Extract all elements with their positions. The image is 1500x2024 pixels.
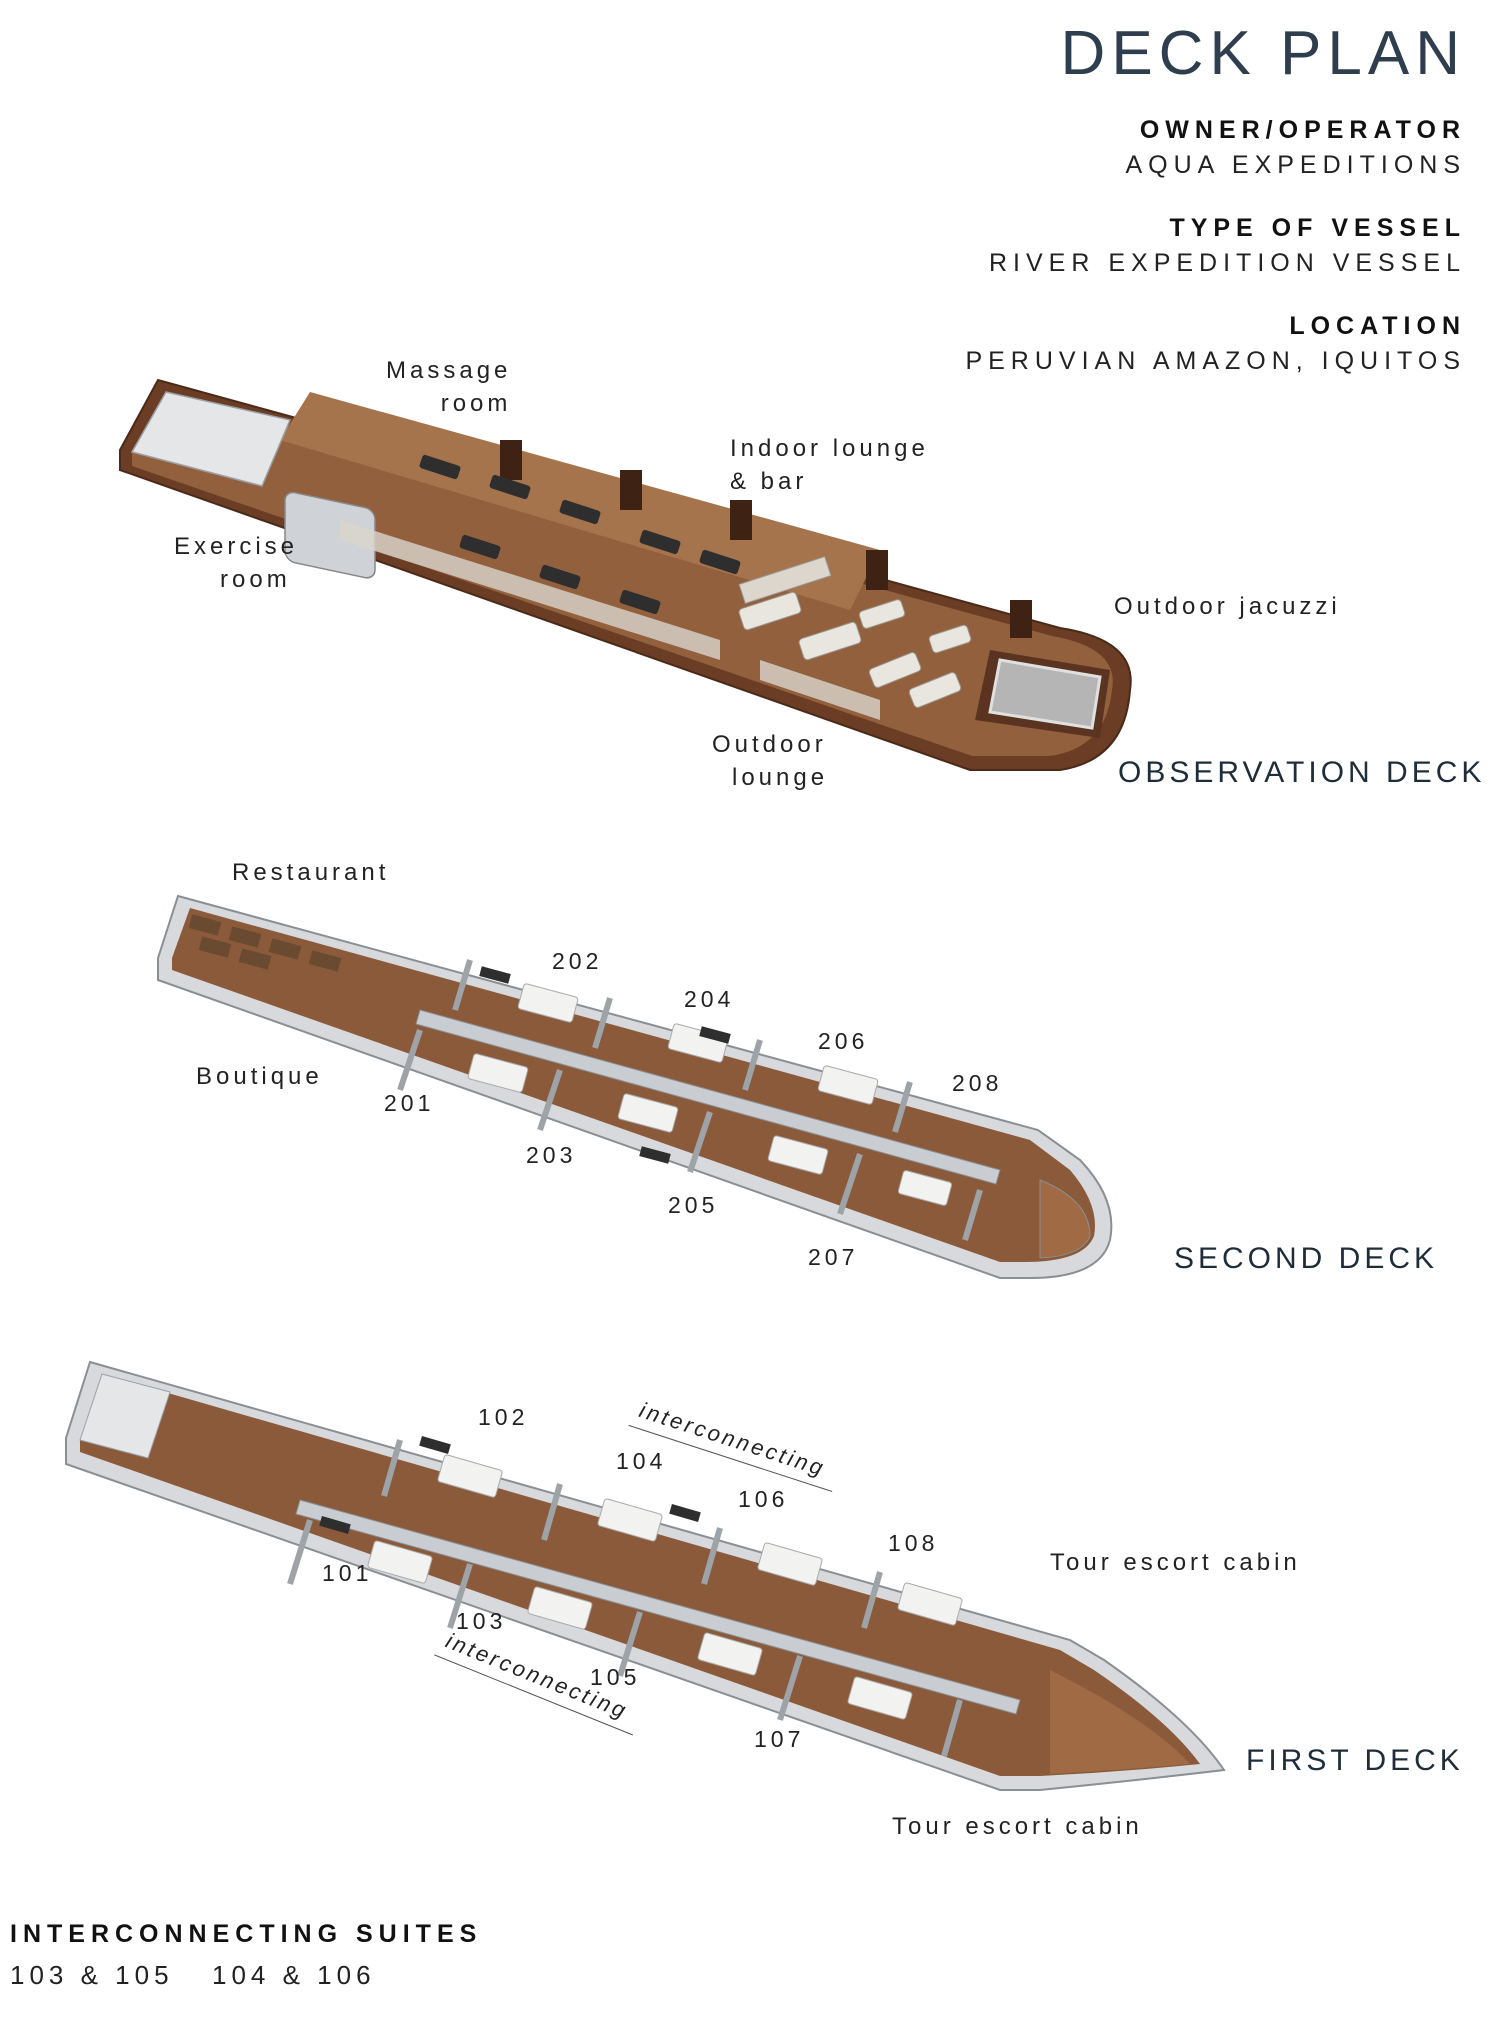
owner-label: OWNER/OPERATOR xyxy=(1139,116,1466,144)
room-102: 102 xyxy=(478,1404,529,1430)
room-203: 203 xyxy=(526,1142,577,1168)
massage-room-label: Massage room xyxy=(386,354,511,420)
room-207: 207 xyxy=(808,1244,859,1270)
massage-line1: Massage xyxy=(386,357,512,384)
exercise-line2: room xyxy=(220,566,291,593)
outdoor-lounge-line1: Outdoor xyxy=(712,731,827,758)
observation-deck-floor xyxy=(132,392,1113,756)
interconnecting-pair-1: 103 & 105 xyxy=(10,1960,174,1990)
room-208: 208 xyxy=(952,1070,1003,1096)
exercise-room-label: Exercise room xyxy=(174,530,298,596)
room-107: 107 xyxy=(754,1726,805,1752)
room-206: 206 xyxy=(818,1028,869,1054)
room-103: 103 xyxy=(456,1608,507,1634)
interconnecting-pair-2: 104 & 106 xyxy=(212,1960,376,1990)
room-204: 204 xyxy=(684,986,735,1012)
massage-line2: room xyxy=(440,390,512,417)
outdoor-jacuzzi-label: Outdoor jacuzzi xyxy=(1114,593,1341,620)
location-label: LOCATION xyxy=(1289,312,1466,340)
vessel-block: TYPE OF VESSEL RIVER EXPEDITION VESSEL xyxy=(989,214,1466,278)
indoor-lounge-label: Indoor lounge & bar xyxy=(730,432,929,498)
location-block: LOCATION PERUVIAN AMAZON, IQUITOS xyxy=(965,312,1466,376)
room-106: 106 xyxy=(738,1486,789,1512)
tour-escort-cabin-label-lower: Tour escort cabin xyxy=(892,1813,1143,1840)
first-deck-name: FIRST DECK xyxy=(1246,1744,1464,1777)
room-104: 104 xyxy=(616,1448,667,1474)
second-deck-floor xyxy=(172,908,1095,1262)
outdoor-lounge-line2: lounge xyxy=(732,764,829,791)
jacuzzi-icon xyxy=(975,650,1110,738)
room-201: 201 xyxy=(384,1090,435,1116)
second-deck-name: SECOND DECK xyxy=(1174,1242,1439,1275)
indoor-lounge-line1: Indoor lounge xyxy=(730,435,929,462)
exercise-line1: Exercise xyxy=(174,533,299,560)
outdoor-lounge-label: Outdoor lounge xyxy=(712,728,828,794)
room-108: 108 xyxy=(888,1530,939,1556)
first-deck-floor xyxy=(80,1374,1200,1776)
observation-deck-name: OBSERVATION DECK xyxy=(1118,756,1486,789)
owner-value: AQUA EXPEDITIONS xyxy=(1125,151,1466,179)
location-value: PERUVIAN AMAZON, IQUITOS xyxy=(965,347,1466,375)
tour-escort-cabin-label-upper: Tour escort cabin xyxy=(1050,1549,1301,1576)
room-202: 202 xyxy=(552,948,603,974)
vessel-value: RIVER EXPEDITION VESSEL xyxy=(989,249,1466,277)
room-101: 101 xyxy=(322,1560,373,1586)
room-105: 105 xyxy=(590,1664,641,1690)
indoor-lounge-line2: & bar xyxy=(730,468,808,495)
page-title: DECK PLAN xyxy=(1060,19,1466,88)
restaurant-label: Restaurant xyxy=(232,859,390,886)
interconnecting-suites-title: INTERCONNECTING SUITES xyxy=(10,1920,483,1948)
vessel-label: TYPE OF VESSEL xyxy=(1169,214,1466,242)
room-205: 205 xyxy=(668,1192,719,1218)
owner-block: OWNER/OPERATOR AQUA EXPEDITIONS xyxy=(1125,116,1466,180)
observation-deck-railing xyxy=(130,391,292,487)
boutique-label: Boutique xyxy=(196,1063,323,1090)
